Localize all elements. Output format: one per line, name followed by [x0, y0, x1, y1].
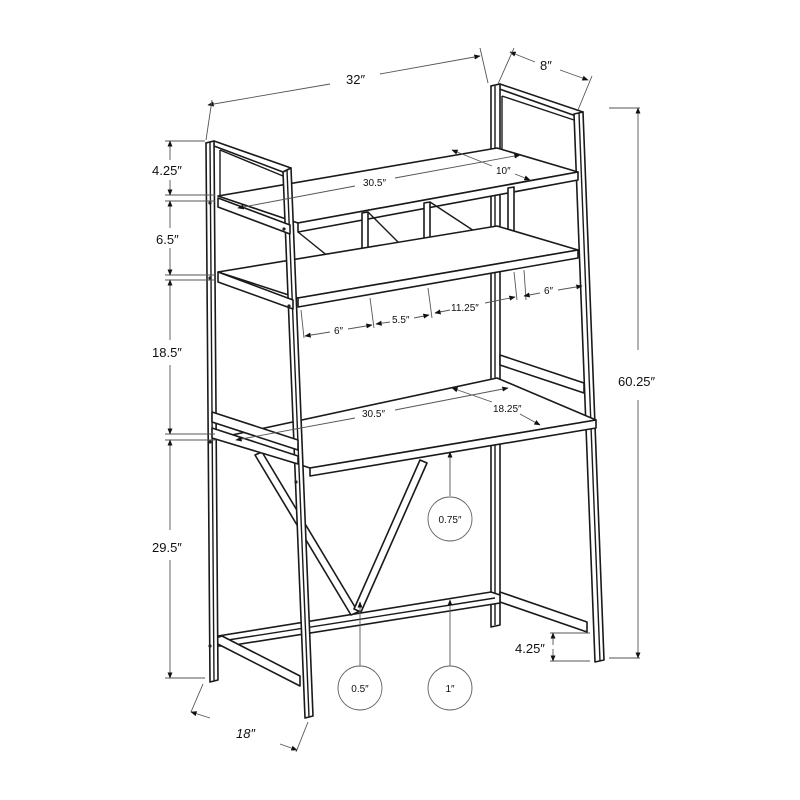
front-left-ladder — [205, 140, 314, 719]
cubby-3-width: 11.25″ — [451, 303, 479, 314]
desk-frame — [205, 83, 605, 719]
callout-bottom-rail: 1″ — [427, 599, 473, 711]
dim-desk-top: 30.5″ 18.25″ — [235, 386, 541, 442]
upper-shelf-gap-label: 6.5″ — [156, 232, 179, 247]
desk-thickness-label: 0.75″ — [438, 515, 461, 526]
dim-left-vertical: 4.25″ 6.5″ 18.5″ 29.5″ — [152, 140, 215, 679]
bottom-rail-label: 1″ — [445, 684, 455, 695]
dim-base-depth: 18″ — [190, 683, 309, 753]
base-depth-label: 18″ — [236, 726, 255, 741]
callout-desk-thickness: 0.75″ — [427, 451, 473, 542]
width-label: 32″ — [346, 72, 365, 87]
cross-brace — [254, 451, 428, 616]
height-label: 60.25″ — [618, 374, 656, 389]
cubby-2-width: 5.5″ — [392, 315, 410, 326]
desk-top — [217, 377, 597, 477]
depth-label: 8″ — [540, 58, 552, 73]
foot-clearance-label: 4.25″ — [515, 641, 545, 656]
cubby-1-width: 6″ — [334, 326, 344, 337]
dim-overall-height: 60.25″ — [609, 107, 656, 659]
shelf-to-desk-label: 18.5″ — [152, 345, 182, 360]
desk-depth-label: 18.25″ — [493, 404, 522, 415]
top-shelf-width-label: 30.5″ — [363, 178, 386, 189]
top-shelf-depth-label: 10″ — [496, 166, 511, 177]
callout-cross-brace: 0.5″ — [337, 601, 383, 711]
dim-overall-width: 32″ — [205, 47, 489, 141]
desk-width-label: 30.5″ — [362, 409, 385, 420]
top-gap-label: 4.25″ — [152, 163, 182, 178]
middle-shelf — [217, 225, 579, 308]
dim-foot-clearance: 4.25″ — [515, 632, 590, 662]
dim-top-shelf: 30.5″ 10″ — [237, 149, 531, 210]
desk-height-label: 29.5″ — [152, 540, 182, 555]
dim-overall-depth: 8″ — [497, 47, 593, 111]
back-right-ladder — [490, 83, 605, 663]
cubby-4-width: 6″ — [544, 286, 554, 297]
cross-brace-label: 0.5″ — [351, 684, 369, 695]
dim-cubbies: 6″ 5.5″ 11.25″ 6″ — [300, 269, 583, 339]
